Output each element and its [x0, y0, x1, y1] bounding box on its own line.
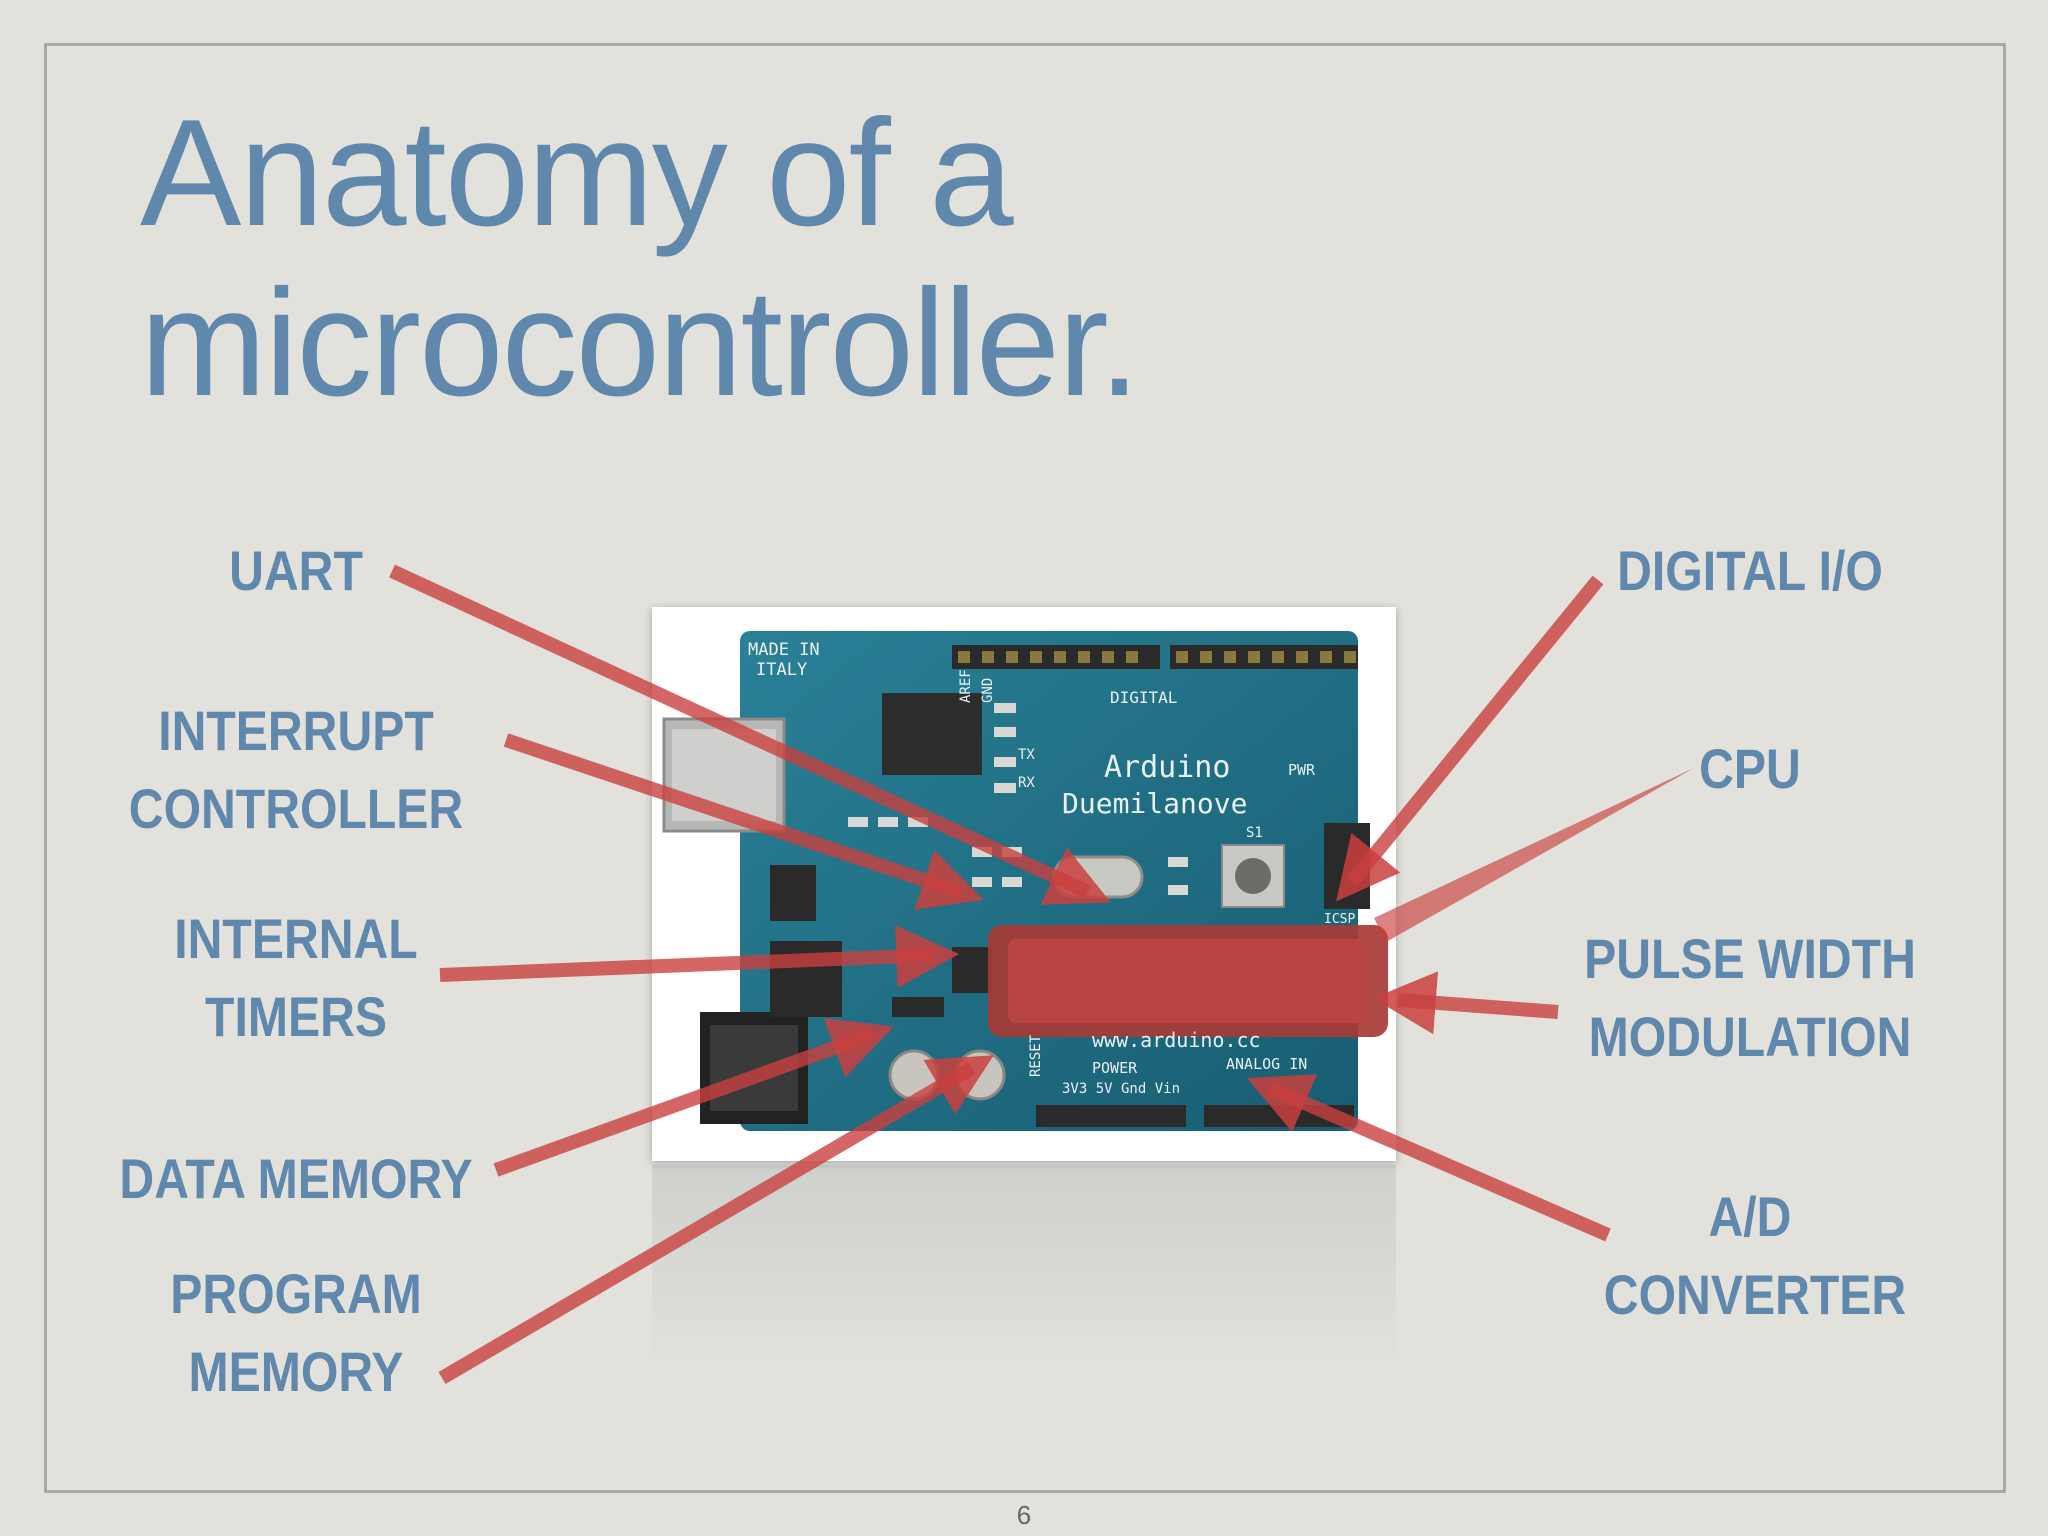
- silkscreen-power-pins: 3V3 5V Gnd Vin: [1062, 1081, 1180, 1097]
- silkscreen-aref: AREF: [958, 669, 974, 703]
- label-cpu: CPU: [1664, 730, 1836, 808]
- arrow-ad-converter: [1246, 1074, 1611, 1242]
- small-ic-2: [892, 997, 944, 1017]
- label-uart: UART: [210, 532, 382, 610]
- label-pulse-width-modulation-line-1: PULSE WIDTH: [1584, 927, 1916, 990]
- label-interrupt-controller: INTERRUPT CONTROLLER: [124, 692, 468, 848]
- silkscreen-power: POWER: [1092, 1059, 1138, 1077]
- label-ad-converter-line-1: A/D: [1708, 1185, 1792, 1248]
- page-number: 6: [1016, 1500, 1032, 1530]
- silkscreen-italy: ITALY: [756, 660, 807, 680]
- slide-title: Anatomy of a microcontroller.: [140, 88, 1141, 428]
- silkscreen-pwr: PWR: [1288, 761, 1316, 779]
- arrow-digital-io: [1336, 575, 1604, 902]
- silkscreen-brand: Arduino: [1104, 750, 1230, 785]
- silkscreen-reset: RESET: [1028, 1034, 1044, 1077]
- label-digital-io: DIGITAL I/O: [1595, 532, 1905, 610]
- label-cpu-line-1: CPU: [1699, 737, 1801, 800]
- label-internal-timers-line-1: INTERNAL: [174, 907, 418, 970]
- silkscreen-s1: S1: [1246, 825, 1263, 841]
- arrow-uart: [389, 564, 1111, 905]
- label-internal-timers: INTERNAL TIMERS: [167, 900, 425, 1056]
- silkscreen-digital: DIGITAL: [1110, 688, 1177, 707]
- arrow-program-memory: [438, 1055, 994, 1385]
- label-ad-converter-line-2: CONVERTER: [1603, 1263, 1907, 1326]
- label-interrupt-controller-line-1: INTERRUPT: [158, 699, 434, 762]
- arrow-internal-timers: [439, 925, 960, 989]
- arrow-pulse-width-modulation: [1372, 971, 1559, 1035]
- silkscreen-analog-in: ANALOG IN: [1226, 1055, 1307, 1073]
- label-internal-timers-line-2: TIMERS: [205, 985, 387, 1048]
- label-program-memory-line-2: MEMORY: [188, 1340, 404, 1403]
- label-pulse-width-modulation: PULSE WIDTH MODULATION: [1575, 920, 1926, 1076]
- silkscreen-icsp: ICSP: [1324, 912, 1355, 927]
- label-data-memory: DATA MEMORY: [107, 1140, 485, 1218]
- voltage-regulator: [770, 865, 816, 921]
- atmega-chip-highlight: [1008, 939, 1368, 1023]
- label-digital-io-line-1: DIGITAL I/O: [1617, 539, 1883, 602]
- silkscreen-website: www.arduino.cc: [1092, 1028, 1261, 1052]
- arrow-data-memory: [493, 1018, 894, 1177]
- label-uart-line-1: UART: [229, 539, 363, 602]
- ftdi-chip: [882, 693, 982, 775]
- silkscreen-tx: TX: [1018, 747, 1035, 763]
- silkscreen-made-in: MADE IN: [748, 640, 820, 660]
- label-program-memory: PROGRAM MEMORY: [167, 1255, 425, 1411]
- silkscreen-rx: RX: [1018, 775, 1035, 791]
- silkscreen-model: Duemilanove: [1062, 787, 1247, 820]
- label-data-memory-line-1: DATA MEMORY: [119, 1147, 473, 1210]
- arrow-cpu: [1374, 768, 1694, 942]
- silkscreen-gnd: GND: [980, 678, 996, 703]
- slide-frame: [44, 43, 2006, 1493]
- digital-header-pins: [952, 645, 1358, 669]
- label-pulse-width-modulation-line-2: MODULATION: [1588, 1005, 1912, 1068]
- reset-button-cap: [1235, 858, 1271, 894]
- label-interrupt-controller-line-2: CONTROLLER: [128, 777, 464, 840]
- arrow-interrupt-controller: [503, 733, 984, 910]
- label-program-memory-line-1: PROGRAM: [170, 1262, 422, 1325]
- title-line-1: Anatomy of a: [140, 88, 1014, 258]
- title-line-2: microcontroller.: [140, 258, 1141, 428]
- label-ad-converter: A/D CONVERTER: [1603, 1178, 1907, 1334]
- board-reflection: [652, 1165, 1396, 1365]
